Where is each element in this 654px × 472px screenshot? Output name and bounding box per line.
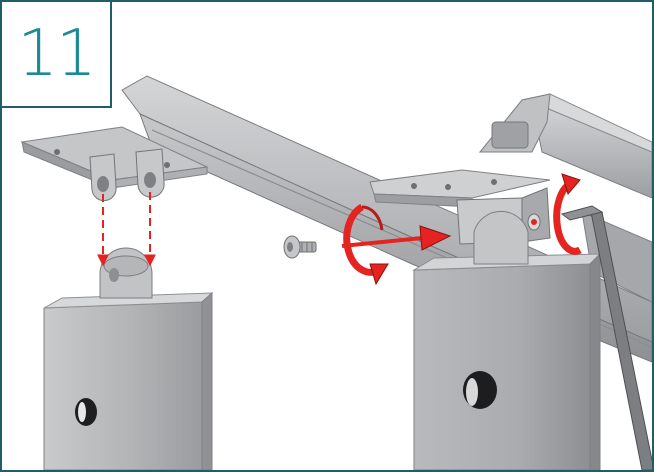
right-leg (412, 210, 602, 470)
left-mounting-plate (20, 126, 209, 202)
red-arrow-icon (341, 225, 452, 251)
dashed-guide-line-icon (97, 192, 156, 267)
circular-arrow-icon (343, 203, 389, 286)
left-leg (43, 247, 214, 470)
back-rail (478, 93, 652, 303)
circular-arrow-icon-right (553, 173, 582, 255)
hex-key (560, 205, 652, 470)
screw-icon (283, 235, 317, 259)
step-number: 11 (17, 17, 96, 91)
step-number-box: 11 (2, 2, 112, 108)
